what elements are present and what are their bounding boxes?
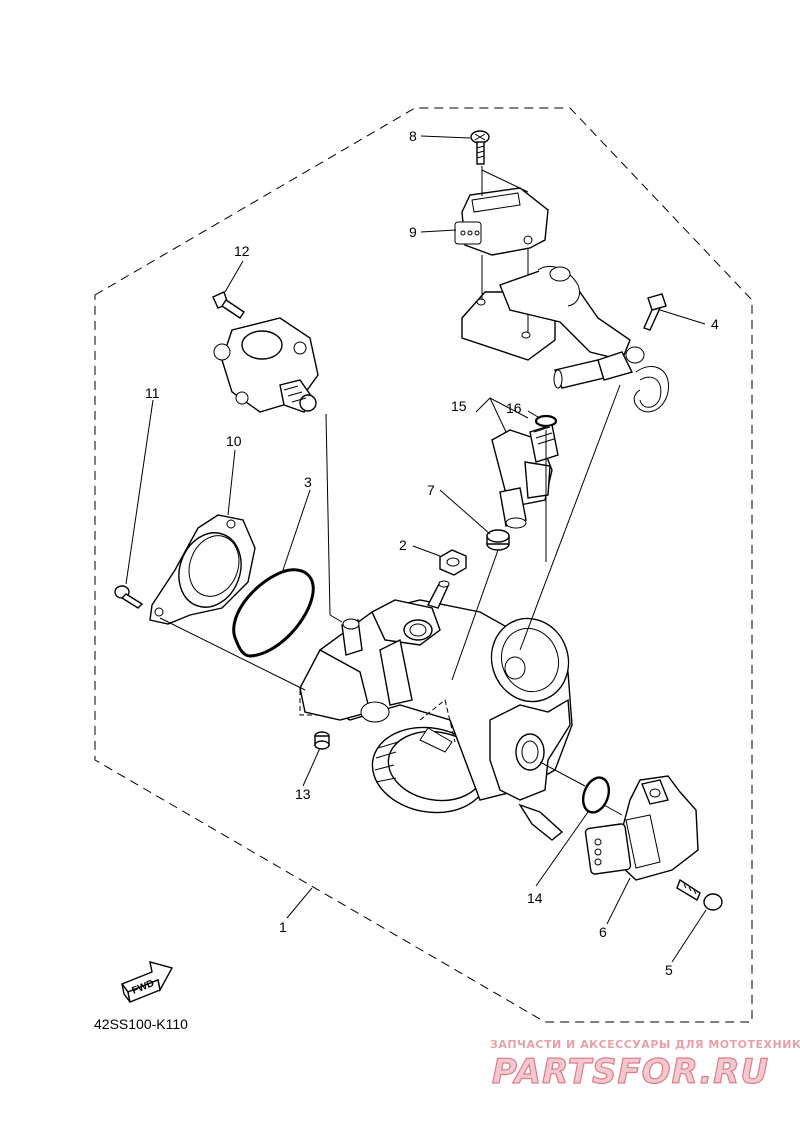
callout-10: 10: [226, 433, 242, 449]
callout-4: 4: [711, 316, 719, 332]
part-2-nut: [439, 549, 467, 576]
callout-1: 1: [279, 919, 287, 935]
part-7-seal: [486, 529, 510, 551]
part-6-tps-sensor: [584, 775, 699, 881]
idle-air-control-valve: [212, 291, 319, 413]
part-15-injector: [491, 424, 559, 529]
part-9-sensor: [454, 166, 549, 256]
part-8-screw: [470, 130, 490, 165]
part-5-screw: [676, 878, 723, 911]
leader-lines: [125, 135, 707, 963]
part-10-gasket-plate: [149, 514, 256, 625]
callout-7: 7: [427, 482, 435, 498]
part-13-screw: [314, 731, 330, 750]
callout-12: 12: [234, 243, 250, 259]
part-4-bolt: [643, 293, 667, 331]
callout-9: 9: [409, 224, 417, 240]
callout-13: 13: [295, 786, 311, 802]
callout-14: 14: [527, 890, 543, 906]
part-16-o-ring: [534, 414, 558, 428]
assembly-boundary: [94, 107, 753, 1023]
throttle-body: [299, 580, 573, 841]
callout-6: 6: [599, 924, 607, 940]
callout-15: 15: [451, 398, 467, 414]
fwd-direction-arrow: FWD: [120, 961, 174, 1003]
watermark-tagline: ЗАПЧАСТИ И АКСЕССУАРЫ ДЛЯ МОТОТЕХНИКИ: [490, 1038, 800, 1051]
callout-3: 3: [304, 474, 312, 490]
callout-5: 5: [665, 962, 673, 978]
fuel-rail-assembly: [461, 248, 669, 413]
part-3-o-ring: [232, 568, 315, 658]
part-14-o-ring: [581, 776, 611, 814]
callout-16: 16: [506, 400, 522, 416]
watermark-logo: ЗАПЧАСТИ И АКСЕССУАРЫ ДЛЯ МОТОТЕХНИКИ PA…: [490, 1038, 800, 1093]
callout-11: 11: [145, 385, 160, 401]
callout-labels: 1 2 3 4 5 6 7 8 9 10 11 12 13 14 15 16: [145, 128, 719, 978]
part-11-screw: [114, 585, 144, 609]
callout-2: 2: [399, 537, 407, 553]
diagram-code: 42SS100-K110: [94, 1016, 188, 1032]
watermark-brand: PARTSFOR.RU: [492, 1052, 769, 1092]
callout-8: 8: [409, 128, 417, 144]
